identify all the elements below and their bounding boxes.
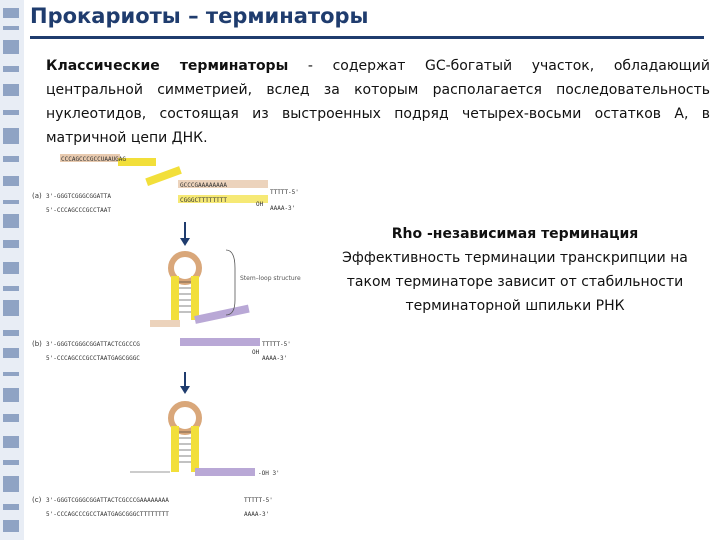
- u-bar-b: [180, 338, 260, 346]
- panel-label-b: (b): [32, 340, 42, 348]
- seq-a-top: 3'-GGGTCGGGCGGATTA: [46, 193, 111, 200]
- decorative-side-strip: [0, 0, 24, 540]
- hairpin-1-stem-right: [191, 276, 199, 320]
- stem-loop-label: Stem–loop structure: [240, 275, 301, 282]
- oh3-label: -OH 3': [258, 470, 280, 477]
- hairpin-1-stem-left: [171, 276, 179, 320]
- rho-independent-block: Rho -независимая терминация Эффективност…: [318, 222, 712, 318]
- terminator-figure: CCCAGCCCGCCUAAUGAG (a) 3'-GGGTCGGGCGGATT…: [32, 154, 301, 518]
- oh-b: OH: [252, 349, 260, 356]
- seq-b-bottom: 5'-CCCAGCCCGCCTAATGAGCGGGC: [46, 355, 140, 362]
- a-rich-top: GCCCGAAAAAAAA: [180, 182, 227, 189]
- top-rna-seq: CCCAGCCCGCCUAAUGAG: [61, 156, 126, 163]
- title-underline: [30, 36, 704, 39]
- end-3-c: AAAA-3': [244, 511, 269, 518]
- panel-label-a: (a): [32, 192, 42, 200]
- end-5-a: TTTTT-5': [270, 189, 299, 196]
- stem-loop-bracket: [225, 249, 236, 316]
- slide-title: Прокариоты – терминаторы: [30, 4, 369, 28]
- arrow-2-head: [180, 386, 190, 394]
- definition-text: - содержат GC-богатый участок, обладающи…: [46, 58, 710, 146]
- hairpin-1-u-tail: [194, 304, 250, 324]
- hairpin-2-u-tail: [195, 468, 255, 476]
- term-bold: Классические терминаторы: [46, 58, 289, 74]
- rho-description: Эффективность терминации транскрипции на…: [342, 250, 688, 314]
- seq-a-bottom: 5'-CCCAGCCCGCCTAAT: [46, 207, 111, 214]
- panel-label-c: (c): [32, 496, 42, 504]
- hairpin-2-stem-right: [191, 426, 199, 472]
- seq-c-bottom: 5'-CCCAGCCCGCCTAATGAGCGGGCTTTTTTTT: [46, 511, 169, 518]
- rho-heading: Rho -независимая терминация: [391, 226, 639, 242]
- end-5-b: TTTTT-5': [262, 341, 291, 348]
- hairpin-2-stem-left: [171, 426, 179, 472]
- oh-a: OH: [256, 201, 264, 208]
- gc-bar-a: [178, 195, 268, 203]
- gc-segment-a: [145, 166, 182, 186]
- hairpin-1-5end: [150, 320, 180, 327]
- end-3-b: AAAA-3': [262, 355, 287, 362]
- seq-b-top: 3'-GGGTCGGGCGGATTACTCGCCCG: [46, 341, 140, 348]
- definition-paragraph: Классические терминаторы - содержат GC-б…: [46, 54, 710, 150]
- arrow-1-head: [180, 238, 190, 246]
- a-rich-bar-a: [178, 180, 268, 188]
- t-rich-bottom: CGGGCTTTTTTTT: [180, 197, 227, 204]
- seq-c-top: 3'-GGGTCGGGCGGATTACTCGCCCGAAAAAAAA: [46, 497, 169, 504]
- rna-fragment-yellow: [118, 158, 156, 166]
- rna-fragment-tan: [60, 154, 120, 162]
- end-3-a: AAAA-3': [270, 205, 295, 212]
- end-5-c: TTTTT-5': [244, 497, 273, 504]
